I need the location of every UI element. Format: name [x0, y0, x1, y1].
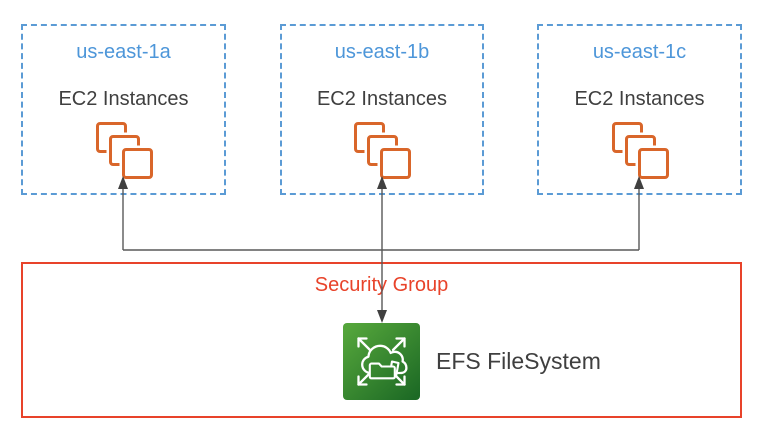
az-name-label: us-east-1b	[334, 41, 430, 63]
efs-filesystem-node: EFS FileSystem	[343, 323, 601, 400]
availability-zone-us-east-1b: us-east-1b EC2 Instances	[280, 24, 484, 195]
availability-zone-us-east-1c: us-east-1c EC2 Instances	[537, 24, 742, 195]
ec2-instances-label: EC2 Instances	[58, 88, 189, 110]
ec2-instances-label: EC2 Instances	[316, 88, 448, 110]
availability-zone-us-east-1a: us-east-1a EC2 Instances	[21, 24, 226, 195]
security-group-label: Security Group	[314, 274, 449, 296]
efs-filesystem-label: EFS FileSystem	[436, 348, 601, 374]
efs-filesystem-icon	[343, 323, 420, 400]
az-name-label: us-east-1a	[76, 41, 171, 63]
az-name-label: us-east-1c	[592, 41, 687, 63]
ec2-instances-icon	[354, 122, 411, 179]
ec2-instances-icon	[95, 122, 153, 179]
ec2-instances-label: EC2 Instances	[574, 88, 705, 110]
ec2-instances-icon	[611, 122, 669, 179]
